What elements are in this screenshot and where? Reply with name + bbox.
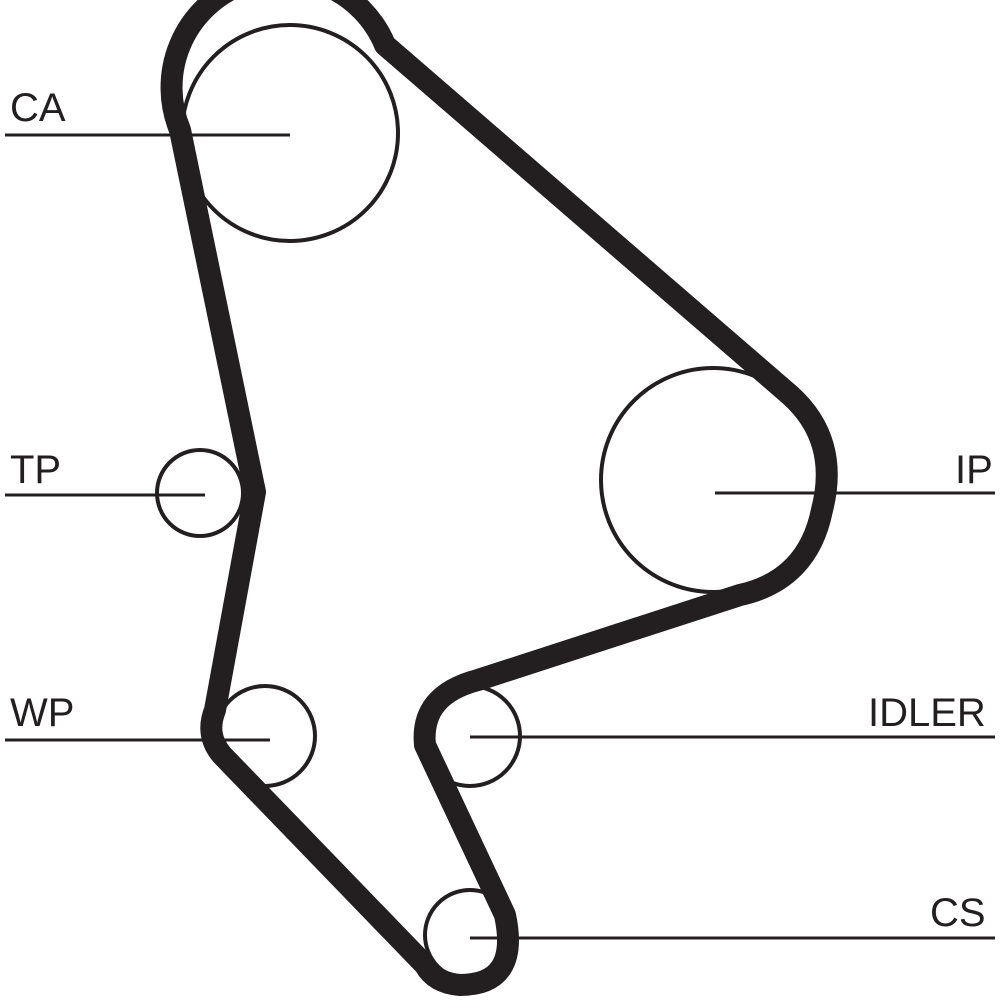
pulley-cs [423, 888, 517, 982]
label-tp: TP [10, 448, 62, 492]
pulley-ip [599, 366, 827, 594]
label-cs: CS [930, 891, 986, 935]
timing-belt [160, 0, 838, 996]
pulley-ca [180, 23, 400, 243]
label-wp: WP [10, 691, 75, 735]
label-idler: IDLER [868, 691, 986, 735]
pulley-wp [213, 684, 317, 788]
label-ca: CA [10, 86, 66, 130]
label-ip: IP [955, 448, 993, 492]
pulley-tp [155, 448, 245, 538]
